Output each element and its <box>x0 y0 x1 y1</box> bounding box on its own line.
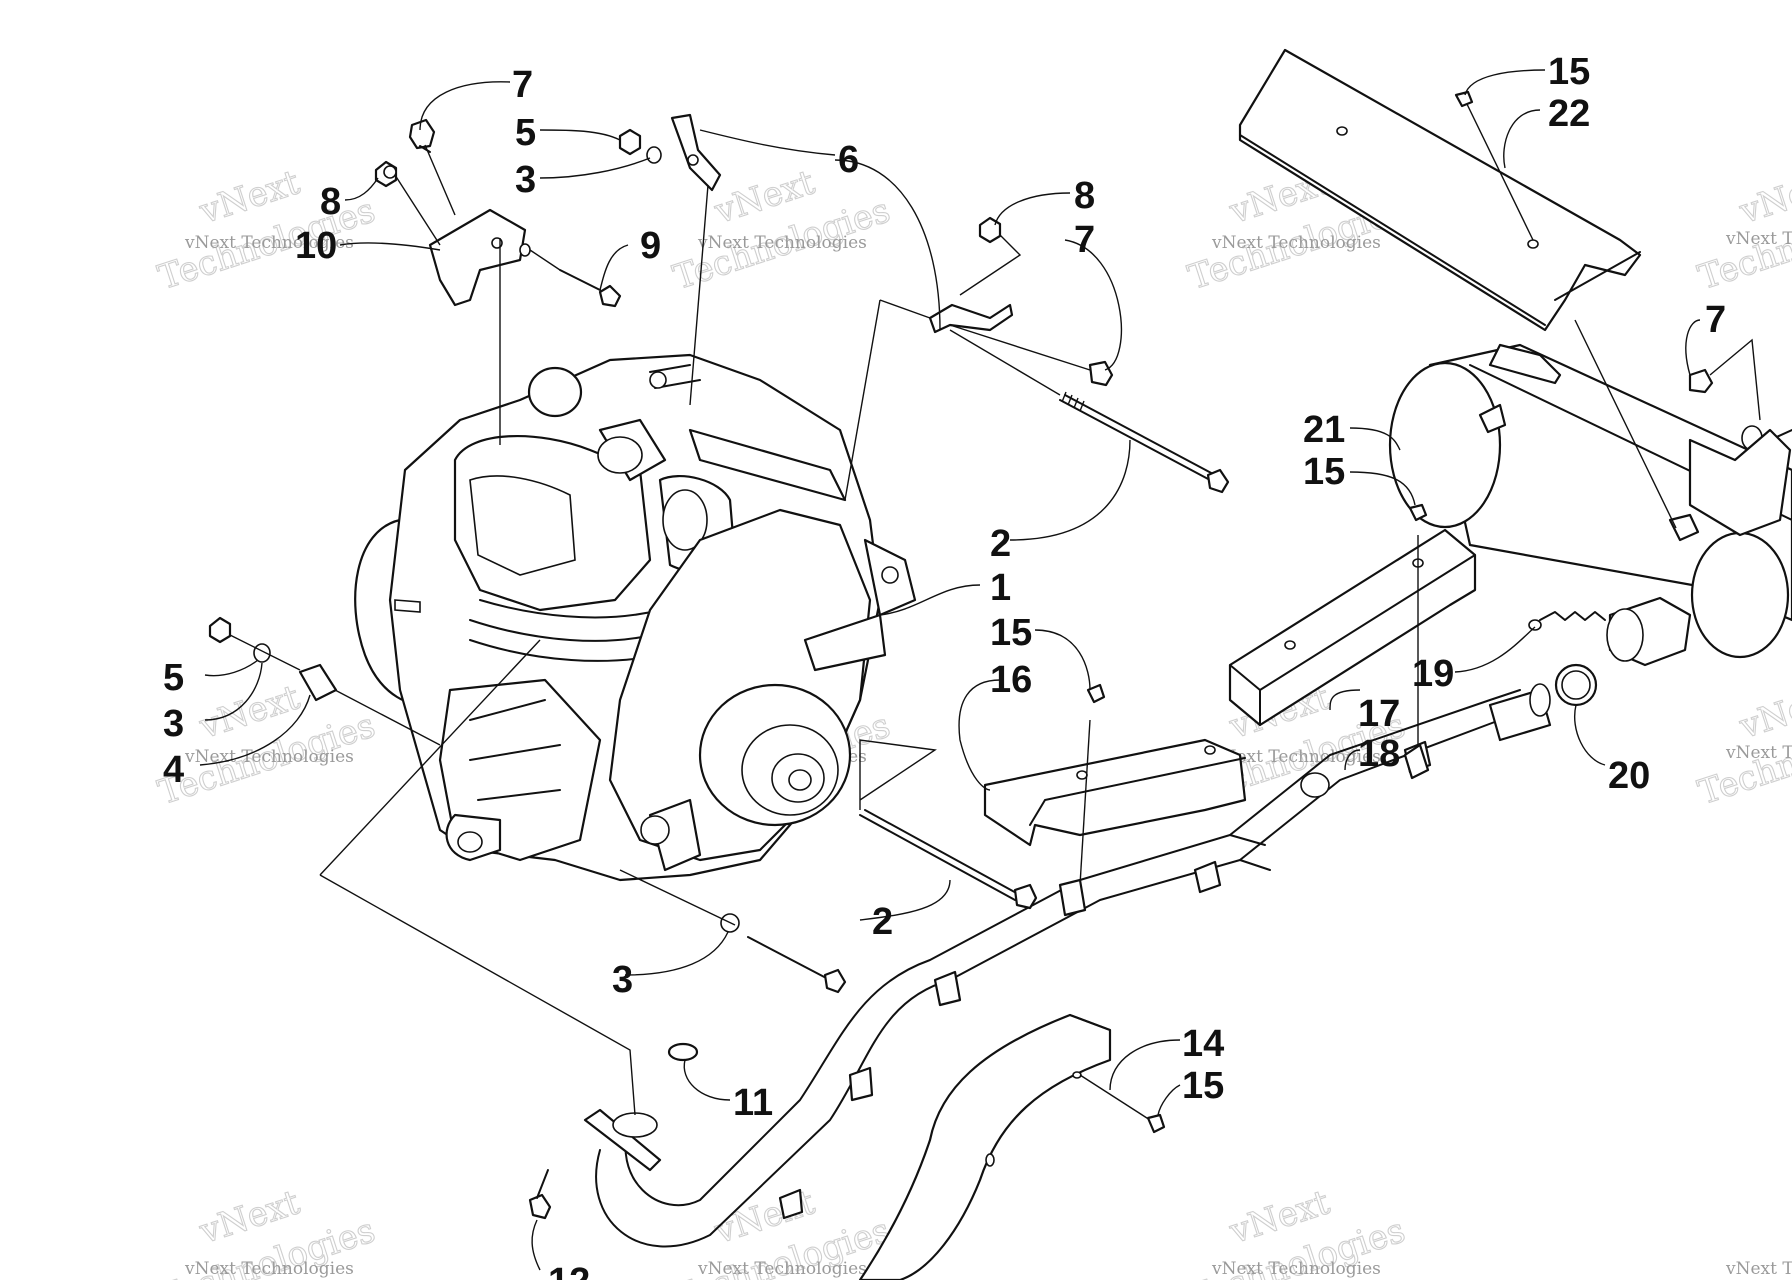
watermark-company: vNext Technologies <box>184 747 354 767</box>
bolt-12 <box>528 1193 552 1220</box>
watermark-company: vNext Technologies <box>1211 233 1381 253</box>
callout-20: 20 <box>1608 755 1650 797</box>
gasket-11 <box>667 1042 699 1062</box>
callout-5: 5 <box>515 112 536 154</box>
callout-14: 14 <box>1182 1023 1224 1065</box>
watermark-company: vNext Technologies <box>184 1259 354 1279</box>
bolt-7-muffler <box>1688 368 1714 394</box>
watermark-company: vNext Technologies <box>1211 1259 1381 1279</box>
callout-7: 7 <box>1705 299 1726 341</box>
watermark-company: vNext Technologies <box>184 233 354 253</box>
callout-5: 5 <box>163 657 184 699</box>
watermark-brand: vNext <box>1734 162 1792 232</box>
leader-lines <box>199 69 1701 1271</box>
heat-shield-14 <box>858 1013 1166 1280</box>
callout-3: 3 <box>612 959 633 1001</box>
exhaust-flange <box>583 1108 662 1172</box>
nut-5 <box>618 128 642 156</box>
callout-6: 6 <box>838 139 859 181</box>
hardware-lower <box>619 739 1038 994</box>
watermark-brand: vNext <box>1734 677 1792 747</box>
hardware-left <box>208 616 441 746</box>
bolt-7-right <box>1088 360 1114 387</box>
callout-15: 15 <box>1303 451 1345 493</box>
bolt-9 <box>598 284 622 308</box>
watermark-company: vNext Technologies <box>1725 743 1792 763</box>
callout-9: 9 <box>640 225 661 267</box>
callout-15: 15 <box>1548 51 1590 93</box>
watermark-company: vNext Technologies <box>1725 229 1792 249</box>
heat-shield-16 <box>983 683 1247 886</box>
watermark: vNext Technologies <box>1693 162 1792 299</box>
nut-5-left <box>208 616 232 644</box>
callout-8: 8 <box>320 181 341 223</box>
callout-3: 3 <box>515 159 536 201</box>
callout-11: 11 <box>733 1082 773 1124</box>
callout-16: 16 <box>990 659 1032 701</box>
watermark-company: vNext Technologies <box>697 1259 867 1279</box>
watermark-company: vNext Technologies <box>1725 1259 1792 1279</box>
hardware-top-left <box>374 113 722 445</box>
stud-2-lower <box>1013 883 1038 910</box>
callout-2: 2 <box>990 523 1011 565</box>
callout-17: 17 <box>1358 693 1400 735</box>
bolt-lower <box>823 968 847 994</box>
bracket-10 <box>428 208 527 307</box>
watermark-company: vNext Technologies <box>697 233 867 253</box>
hardware-top-middle <box>844 216 1230 501</box>
callout-2: 2 <box>872 901 893 943</box>
screw-15-shield17 <box>1408 503 1428 522</box>
spring-19 <box>1539 611 1606 621</box>
callout-10: 10 <box>295 225 337 267</box>
watermark: vNext Technologies <box>153 162 380 299</box>
stud-2 <box>1206 468 1230 494</box>
heat-shield-22 <box>1238 48 1642 332</box>
washer-3 <box>646 146 662 164</box>
bolt-7 <box>408 118 436 150</box>
sleeve-18 <box>1403 743 1430 780</box>
screw-15-shield16 <box>1086 683 1106 704</box>
callout-15: 15 <box>1182 1065 1224 1107</box>
callout-8: 8 <box>1074 175 1095 217</box>
callout-7: 7 <box>512 64 533 106</box>
callout-4: 4 <box>163 749 184 791</box>
callout-numbers: 7 5 3 6 8 10 9 8 7 15 22 7 21 15 2 1 15 … <box>163 51 1726 1280</box>
callout-18: 18 <box>1358 733 1400 775</box>
bracket-6-right <box>928 303 1014 334</box>
callout-21: 21 <box>1303 409 1345 451</box>
nut-8-right <box>978 216 1002 244</box>
callout-7: 7 <box>1074 219 1095 261</box>
callout-22: 22 <box>1548 93 1590 135</box>
callout-19: 19 <box>1412 653 1454 695</box>
watermark: vNext Technologies <box>1693 677 1792 814</box>
heat-shield-17 <box>1228 503 1477 755</box>
muffler-21 <box>1388 319 1792 667</box>
callout-1: 1 <box>990 567 1011 609</box>
washer-3-left <box>253 643 271 663</box>
screw-15-shield14 <box>1146 1113 1166 1134</box>
screw-15-top <box>1454 90 1474 108</box>
callout-12: 12 <box>548 1261 590 1280</box>
callout-3: 3 <box>163 703 184 745</box>
engine-assembly <box>354 353 917 882</box>
callout-15: 15 <box>990 612 1032 654</box>
exhaust-pipe <box>528 663 1598 1248</box>
bracket-6 <box>670 113 722 192</box>
spacer-4 <box>298 663 338 702</box>
